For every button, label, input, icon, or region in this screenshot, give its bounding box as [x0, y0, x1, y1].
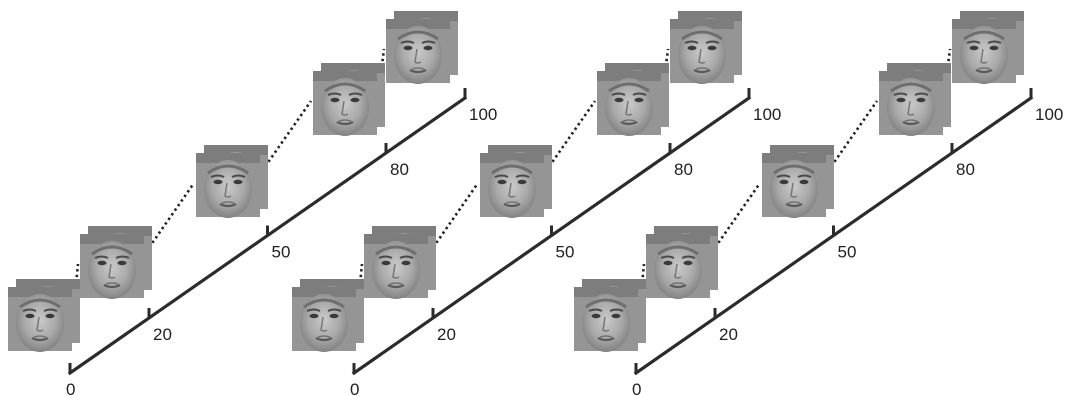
tick-label-100: 100 — [1035, 105, 1063, 124]
dotted-connector — [428, 182, 480, 253]
face-image — [194, 151, 262, 220]
face-image — [950, 17, 1018, 86]
face-image — [595, 69, 663, 138]
face-stack — [6, 277, 82, 354]
tick-label-0: 0 — [632, 380, 641, 396]
tick-label-100: 100 — [469, 105, 497, 124]
continuum-2: 0 20 50 80 100 — [290, 9, 781, 396]
face-stack — [668, 9, 744, 86]
continuum-3: 0 20 50 80 100 — [572, 9, 1063, 396]
face-stack — [311, 61, 387, 138]
face-image — [877, 69, 945, 138]
tick-label-0: 0 — [350, 380, 359, 396]
tick-label-20: 20 — [153, 325, 172, 344]
face-stack — [362, 224, 438, 301]
face-image — [760, 151, 828, 220]
face-stack — [78, 224, 154, 301]
face-image — [78, 232, 146, 301]
face-stack — [950, 9, 1026, 86]
face-image — [478, 151, 546, 220]
face-image — [311, 69, 379, 138]
face-image — [644, 232, 712, 301]
face-stack — [290, 277, 366, 354]
dotted-connector — [144, 182, 196, 253]
tick-label-80: 80 — [390, 160, 409, 179]
dotted-connector — [826, 100, 879, 172]
face-image — [668, 17, 736, 86]
face-stack — [384, 9, 460, 86]
tick-label-0: 0 — [66, 380, 75, 396]
face-stack — [595, 61, 671, 138]
dotted-connector — [544, 100, 597, 172]
tick-label-50: 50 — [838, 243, 857, 262]
face-stack — [644, 224, 720, 301]
face-stack — [194, 143, 270, 220]
face-stack — [877, 61, 953, 138]
face-image — [384, 17, 452, 86]
tick-label-80: 80 — [674, 160, 693, 179]
tick-label-100: 100 — [753, 105, 781, 124]
tick-label-50: 50 — [272, 243, 291, 262]
tick-label-80: 80 — [956, 160, 975, 179]
tick-label-20: 20 — [437, 325, 456, 344]
face-image — [6, 285, 74, 354]
face-stack — [760, 143, 836, 220]
tick-label-50: 50 — [556, 243, 575, 262]
face-image — [290, 285, 358, 354]
face-stack — [572, 277, 648, 354]
dotted-connector — [710, 182, 762, 253]
face-image — [572, 285, 640, 354]
continuum-1: 0 20 50 80 100 — [6, 9, 497, 396]
tick-label-20: 20 — [719, 325, 738, 344]
face-stack — [478, 143, 554, 220]
face-image — [362, 232, 430, 301]
dotted-connector — [260, 100, 313, 172]
